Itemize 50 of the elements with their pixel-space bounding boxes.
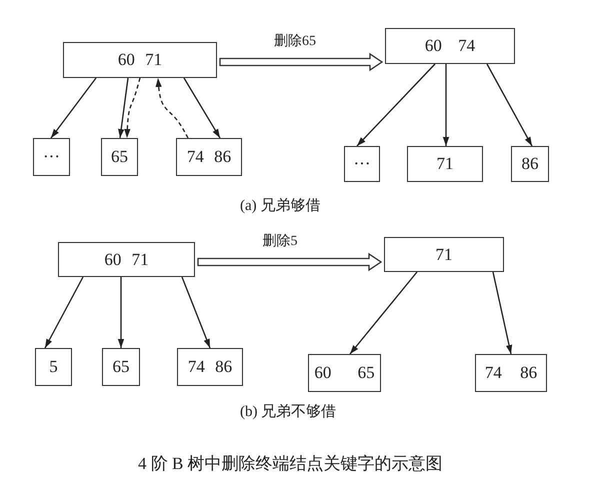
node-keys: 86 [522, 154, 538, 174]
tree-node-box [407, 146, 483, 182]
arrow [356, 64, 436, 146]
tree-node-box [475, 354, 547, 392]
node-keys: 60 71 [118, 50, 162, 70]
node-keys: ··· [43, 147, 60, 167]
subfigure-caption: (a) 兄弟够借 [240, 197, 320, 215]
node-keys: 74 86 [186, 147, 232, 167]
node-keys: 71 [436, 244, 452, 264]
arrow [118, 78, 129, 138]
arrow [181, 276, 211, 348]
node-keys: 60 65 [314, 363, 375, 383]
tree-node-box [176, 138, 242, 176]
tree-node-box [35, 348, 72, 386]
subfigure-caption: (b) 兄弟不够借 [240, 403, 336, 421]
node-keys: 5 [49, 357, 58, 377]
edge-label: 删除5 [262, 232, 298, 250]
arrow [442, 64, 450, 146]
node-keys: 65 [111, 147, 128, 167]
dashed-arrow [124, 78, 141, 138]
node-keys: 74 86 [484, 363, 538, 383]
node-keys: 60 74 [424, 36, 476, 56]
dashed-arrow [156, 78, 189, 138]
tree-node-box [344, 146, 380, 182]
arrow [350, 272, 418, 354]
tree-node-box [101, 138, 138, 176]
arrow [183, 78, 221, 138]
node-keys: 65 [112, 357, 130, 377]
tree-node-box [511, 146, 549, 182]
arrow [486, 64, 533, 146]
node-keys: 60 71 [104, 250, 149, 270]
hollow-arrow [197, 252, 382, 272]
arrow [44, 276, 84, 348]
figure-caption: 4 阶 B 树中删除终端结点关键字的示意图 [138, 453, 443, 475]
edge-label: 删除65 [273, 32, 317, 50]
arrow [118, 277, 124, 348]
tree-node-box [385, 28, 515, 64]
tree-node-box [58, 242, 195, 277]
node-keys: 71 [436, 154, 454, 174]
tree-node-box [63, 42, 217, 78]
node-keys: ··· [354, 154, 370, 174]
tree-node-box [102, 348, 140, 386]
tree-node-box [384, 237, 504, 272]
tree-node-box [177, 348, 243, 386]
tree-node-box [33, 138, 70, 176]
node-keys: 74 86 [188, 357, 232, 377]
arrow [492, 272, 512, 354]
tree-node-box [308, 354, 381, 392]
arrow [50, 78, 97, 138]
hollow-arrow [219, 52, 384, 72]
